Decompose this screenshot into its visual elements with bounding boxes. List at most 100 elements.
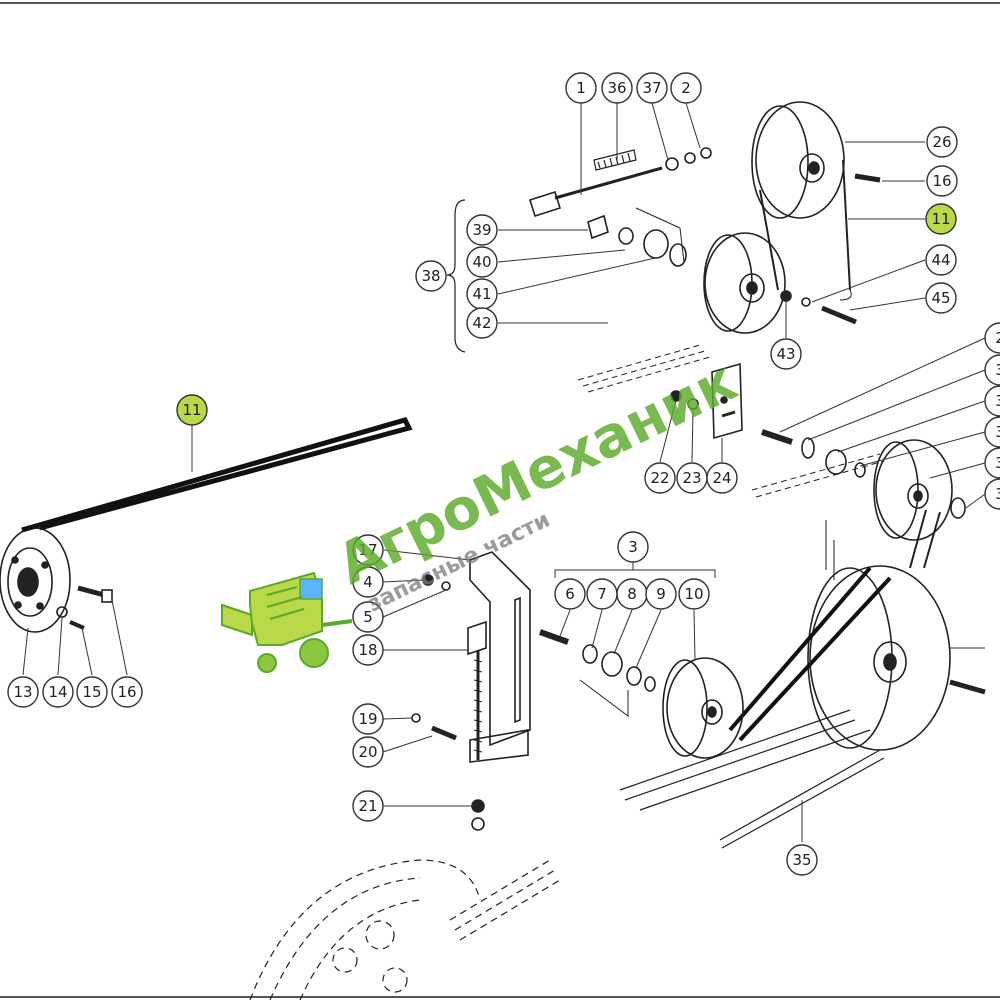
callout-number: 3 (995, 485, 1000, 503)
callout-number: 44 (931, 251, 950, 269)
callout-11: 11 (176, 394, 208, 426)
callout-circle (984, 447, 1000, 479)
callout-3: 3 (984, 478, 1000, 510)
callout-44: 44 (925, 244, 957, 276)
callout-number: 21 (358, 797, 377, 815)
callout-26: 26 (926, 126, 958, 158)
callout-3: 3 (984, 447, 1000, 479)
middle-pulley (703, 232, 786, 334)
callout-number: 10 (684, 585, 703, 603)
upper-right-pulley (751, 101, 852, 301)
callout-21: 21 (352, 790, 384, 822)
callout-number: 3 (628, 538, 638, 556)
bolt-45 (821, 305, 857, 325)
callout-circle (352, 601, 384, 633)
callout-number: 26 (932, 133, 951, 151)
axle-parts-6-9 (538, 629, 656, 717)
callout-3: 3 (984, 385, 1000, 417)
callout-2: 2 (670, 72, 702, 104)
callout-circle (352, 790, 384, 822)
callout-circle (466, 246, 498, 278)
callout-6: 6 (554, 578, 586, 610)
callout-circle (352, 703, 384, 735)
callout-circle (617, 531, 649, 563)
callout-number: 5 (363, 608, 373, 626)
callout-circle (7, 676, 39, 708)
screw-15 (69, 620, 85, 630)
callout-3: 3 (984, 354, 1000, 386)
callout-9: 9 (645, 578, 677, 610)
callout-42: 42 (466, 307, 498, 339)
callout-circle (565, 72, 597, 104)
belt-35-upper (728, 566, 892, 742)
callout-circle (352, 534, 384, 566)
callout-43: 43 (770, 338, 802, 370)
callout-14: 14 (42, 676, 74, 708)
callout-number: 24 (712, 469, 731, 487)
bolt-left (77, 585, 113, 603)
callout-circle (770, 338, 802, 370)
callout-number: 39 (472, 221, 491, 239)
callout-number: 37 (642, 79, 661, 97)
callout-13: 13 (7, 676, 39, 708)
callout-number: 18 (358, 641, 377, 659)
callout-circle (925, 203, 957, 235)
callout-41: 41 (466, 278, 498, 310)
callout-circle (925, 244, 957, 276)
callout-circle (786, 844, 818, 876)
lower-middle-pulley (662, 657, 744, 759)
callout-number: 3 (995, 361, 1000, 379)
callout-number: 43 (776, 345, 795, 363)
callout-circle (678, 578, 710, 610)
callout-number: 1 (576, 79, 586, 97)
callout-10: 10 (678, 578, 710, 610)
callout-circle (984, 322, 1000, 354)
callout-39: 39 (466, 214, 498, 246)
callout-19: 19 (352, 703, 384, 735)
callout-number: 7 (597, 585, 607, 603)
callout-circle (984, 354, 1000, 386)
callout-16: 16 (926, 165, 958, 197)
callout-number: 41 (472, 285, 491, 303)
callout-number: 11 (182, 401, 201, 419)
callout-circle (984, 478, 1000, 510)
callout-4: 4 (352, 566, 384, 598)
washer-14 (56, 606, 68, 618)
tensioner-bracket (411, 551, 531, 831)
callout-5: 5 (352, 601, 384, 633)
mechanical-drawing (0, 101, 986, 1000)
callout-23: 23 (676, 462, 708, 494)
callout-3: 3 (984, 416, 1000, 448)
callout-circle (984, 416, 1000, 448)
callout-24: 24 (706, 462, 738, 494)
callout-labels: 1363722616113938404441454243233333112223… (7, 72, 1000, 876)
callout-number: 15 (82, 683, 101, 701)
callout-number: 23 (682, 469, 701, 487)
callout-16: 16 (111, 676, 143, 708)
callout-8: 8 (616, 578, 648, 610)
callout-2: 2 (984, 322, 1000, 354)
bolt-lower-right (949, 679, 986, 695)
watermark: АгроМеханик запасные части (221, 349, 747, 673)
callout-number: 3 (995, 454, 1000, 472)
callout-20: 20 (352, 736, 384, 768)
callout-circle (352, 566, 384, 598)
callout-number: 2 (681, 79, 691, 97)
callout-circle (352, 634, 384, 666)
callout-circle (926, 165, 958, 197)
callout-circle (415, 260, 447, 292)
callout-circle (111, 676, 143, 708)
linkage-assembly (446, 147, 712, 353)
belt-left (21, 417, 413, 533)
callout-18: 18 (352, 634, 384, 666)
callout-number: 4 (363, 573, 373, 591)
callout-circle (554, 578, 586, 610)
callout-circle (925, 282, 957, 314)
callout-number: 45 (931, 289, 950, 307)
callout-circle (601, 72, 633, 104)
callout-11: 11 (925, 203, 957, 235)
callout-7: 7 (586, 578, 618, 610)
callout-circle (984, 385, 1000, 417)
callout-number: 11 (931, 210, 950, 228)
